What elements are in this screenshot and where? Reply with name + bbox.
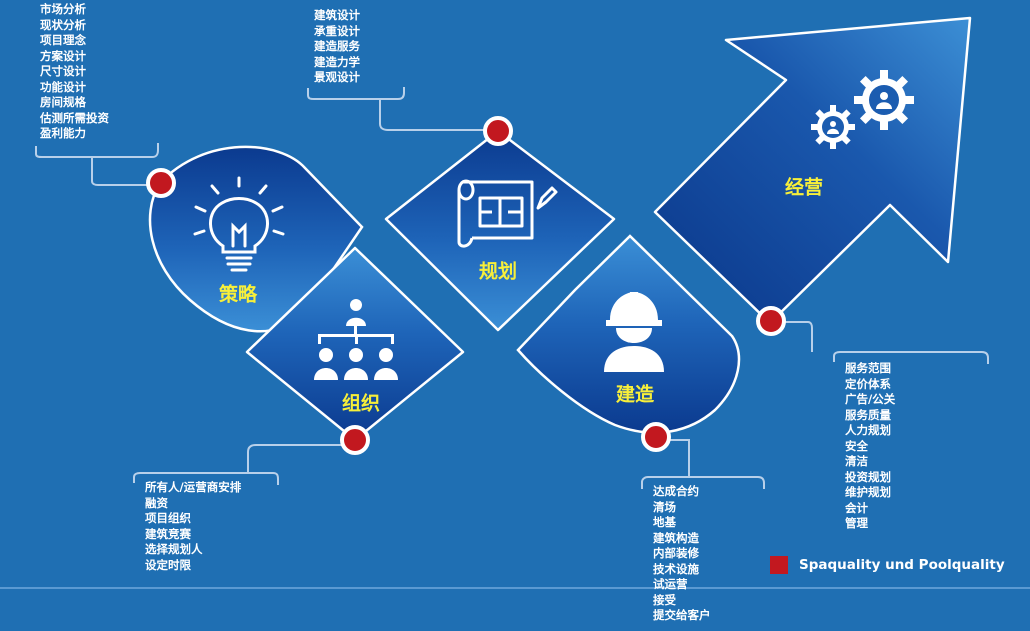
list-item: 项目理念 — [40, 33, 86, 47]
list-item: 项目组织 — [145, 511, 191, 525]
list-item: 建造力学 — [314, 54, 360, 69]
operation-dot — [756, 306, 786, 336]
list-item: 广告/公关 — [845, 392, 896, 406]
list-item: 设定时限 — [145, 557, 191, 572]
list-item: 内部装修 — [653, 546, 699, 560]
list-item: 建造服务 — [314, 39, 360, 53]
legend: Spaquality und Poolquality — [770, 556, 1005, 574]
list-item: 融资 — [145, 495, 168, 510]
list-item: 房间规格 — [40, 95, 86, 109]
list-item: 功能设计 — [40, 79, 86, 94]
list-item: 建筑竞赛 — [145, 526, 191, 541]
list-item: 维护规划 — [845, 485, 891, 499]
list-item: 估测所需投资 — [40, 110, 109, 125]
list-item: 建筑设计 — [314, 8, 360, 22]
connector-lines — [35, 87, 989, 489]
list-item: 提交给客户 — [653, 608, 711, 622]
legend-swatch — [770, 556, 788, 574]
list-item: 地基 — [653, 515, 676, 529]
organization-dot — [340, 425, 370, 455]
list-item: 接受 — [653, 592, 676, 607]
construction-item-list: 达成合约 清场 地基 建筑构造 内部装修 技术设施 试运营 接受 提交给客户 — [653, 484, 711, 624]
list-item: 人力规划 — [845, 423, 891, 437]
org-chart-icon — [314, 299, 398, 380]
list-item: 建筑构造 — [653, 530, 699, 545]
organization-label: 组织 — [341, 392, 381, 415]
list-item: 安全 — [845, 438, 868, 453]
list-item: 承重设计 — [314, 23, 360, 38]
construction-label: 建造 — [615, 383, 655, 406]
organization-item-list: 所有人/运营商安排 融资 项目组织 建筑竞赛 选择规划人 设定时限 — [145, 480, 241, 573]
planning-item-list: 建筑设计 承重设计 建造服务 建造力学 景观设计 — [314, 8, 360, 86]
worker-icon — [604, 292, 664, 372]
strategy-label: 策略 — [218, 283, 258, 306]
operation-item-list: 服务范围 定价体系 广告/公关 服务质量 人力规划 安全 清洁 投资规划 维护规… — [845, 361, 895, 532]
lightbulb-icon — [193, 176, 285, 272]
strategy-shape — [148, 145, 364, 333]
list-item: 定价体系 — [845, 376, 891, 391]
connector-dots — [146, 116, 786, 455]
list-item: 技术设施 — [653, 561, 699, 576]
gears-icon — [811, 70, 914, 149]
list-item: 方案设计 — [40, 48, 86, 63]
list-item: 现状分析 — [40, 17, 86, 32]
list-item: 景观设计 — [314, 70, 360, 84]
construction-dot — [641, 422, 671, 452]
planning-dot — [483, 116, 513, 146]
planning-label: 规划 — [478, 260, 518, 283]
list-item: 所有人/运营商安排 — [145, 480, 242, 494]
operation-label: 经营 — [784, 176, 824, 199]
list-item: 选择规划人 — [145, 542, 203, 556]
list-item: 盈利能力 — [40, 126, 86, 140]
list-item: 清洁 — [845, 454, 868, 468]
list-item: 清场 — [653, 499, 676, 514]
blueprint-icon — [457, 179, 558, 248]
operation-arrow — [653, 16, 972, 325]
legend-label: Spaquality und Poolquality — [799, 557, 1005, 573]
list-item: 市场分析 — [40, 2, 86, 16]
list-item: 服务质量 — [845, 407, 891, 422]
list-item: 试运营 — [653, 577, 688, 591]
list-item: 管理 — [845, 516, 868, 530]
strategy-item-list: 市场分析 现状分析 项目理念 方案设计 尺寸设计 功能设计 房间规格 估测所需投… — [40, 2, 109, 142]
list-item: 服务范围 — [845, 361, 891, 375]
strategy-dot — [146, 168, 176, 198]
list-item: 投资规划 — [845, 469, 891, 484]
list-item: 尺寸设计 — [40, 64, 86, 78]
planning-shape — [384, 129, 616, 332]
list-item: 达成合约 — [653, 484, 699, 498]
list-item: 会计 — [845, 500, 868, 515]
